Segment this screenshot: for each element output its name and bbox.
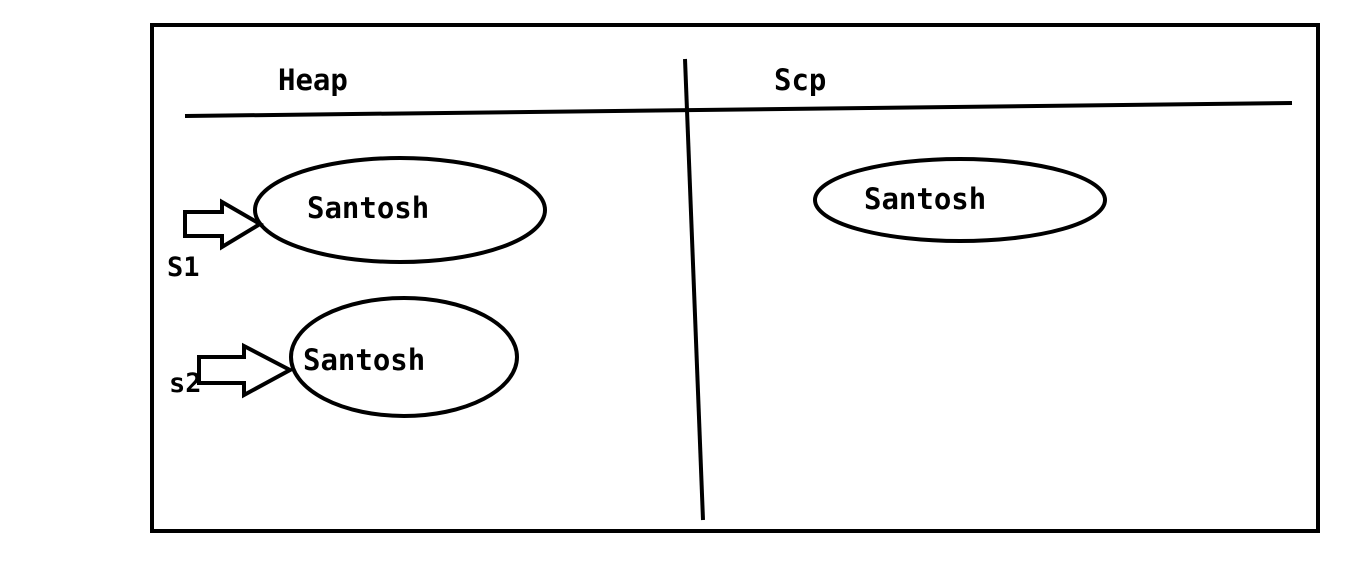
heap-object-1: Santosh <box>253 156 547 264</box>
memory-frame <box>150 23 1320 533</box>
reference-s2: s2 <box>169 342 295 399</box>
scp-title: Scp <box>774 63 826 97</box>
heap-object-2-ellipse <box>289 296 519 418</box>
header-divider <box>184 101 1293 118</box>
s2-arrow <box>197 342 295 399</box>
s1-label: S1 <box>167 252 200 283</box>
scp-object-1: Santosh <box>813 157 1107 243</box>
heap-object-1-value: Santosh <box>307 191 429 225</box>
heap-object-1-ellipse <box>253 156 547 264</box>
scp-object-1-ellipse <box>813 157 1107 243</box>
heap-title: Heap <box>278 63 348 97</box>
heap-object-2-value: Santosh <box>303 343 425 377</box>
heap-object-2: Santosh <box>289 296 519 418</box>
scp-object-1-value: Santosh <box>864 182 986 216</box>
reference-s1: S1 <box>167 198 264 283</box>
s1-arrow <box>183 198 264 251</box>
s2-label: s2 <box>169 368 202 399</box>
section-divider <box>683 58 705 521</box>
